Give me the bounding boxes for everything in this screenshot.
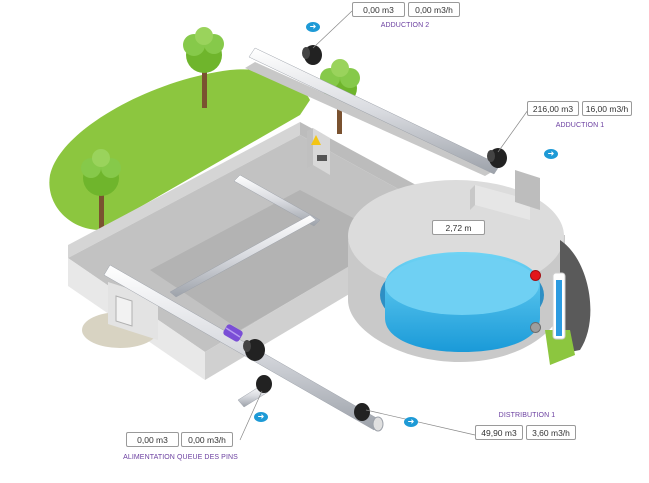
road-strip (245, 62, 495, 176)
adduction-2-flow-button[interactable]: ➜ (306, 22, 320, 32)
adduction-2-label: ADDUCTION 2 (380, 22, 430, 29)
arrow-icon: ➜ (257, 412, 265, 421)
back-wall (68, 122, 300, 258)
adduction-1-volume: 216,00 m3 (527, 101, 579, 116)
distribution-1-flow-button[interactable]: ➜ (404, 417, 418, 427)
adduction-1-flow: 16,00 m3/h (582, 101, 632, 116)
pipe-main-feed (103, 264, 381, 431)
floor-pit (150, 190, 395, 330)
tank-level-value: 2,72 m (432, 220, 485, 235)
level-gauge (552, 272, 566, 340)
meter-adduction-2 (302, 45, 322, 65)
arrow-icon: ➜ (309, 22, 317, 31)
alimentation-volume: 0,00 m3 (126, 432, 179, 447)
distribution-1-label: DISTRIBUTION 1 (498, 412, 556, 419)
alimentation-flow: 0,00 m3/h (181, 432, 233, 447)
adduction-1-label: ADDUCTION 1 (555, 122, 605, 129)
pipe-adduction-2 (248, 47, 501, 175)
low-level-indicator (530, 322, 541, 333)
pipe-internal-2 (169, 214, 317, 298)
control-cabinet (307, 128, 330, 175)
meter-distribution-1 (354, 403, 370, 421)
adduction-2-volume: 0,00 m3 (352, 2, 405, 17)
adduction-2-flow: 0,00 m3/h (408, 2, 460, 17)
adduction-1-flow-button[interactable]: ➜ (544, 149, 558, 159)
high-level-indicator (530, 270, 541, 281)
tree-icon (81, 149, 121, 230)
pipe-internal-1 (233, 174, 321, 227)
arrow-icon: ➜ (407, 417, 415, 426)
tree-icon (183, 27, 224, 108)
water-tank (348, 170, 565, 362)
meter-main (243, 339, 265, 361)
grass-right (545, 330, 575, 365)
meter-alimentation (256, 375, 272, 393)
arrow-icon: ➜ (547, 149, 555, 158)
valve-icon (223, 324, 243, 342)
leader-lines (239, 10, 529, 441)
distribution-1-volume: 49,90 m3 (475, 425, 523, 440)
alimentation-flow-button[interactable]: ➜ (254, 412, 268, 422)
alimentation-label: ALIMENTATION QUEUE DES PINS (123, 454, 238, 461)
distribution-1-flow: 3,60 m3/h (526, 425, 576, 440)
meter-adduction-1 (487, 148, 507, 168)
